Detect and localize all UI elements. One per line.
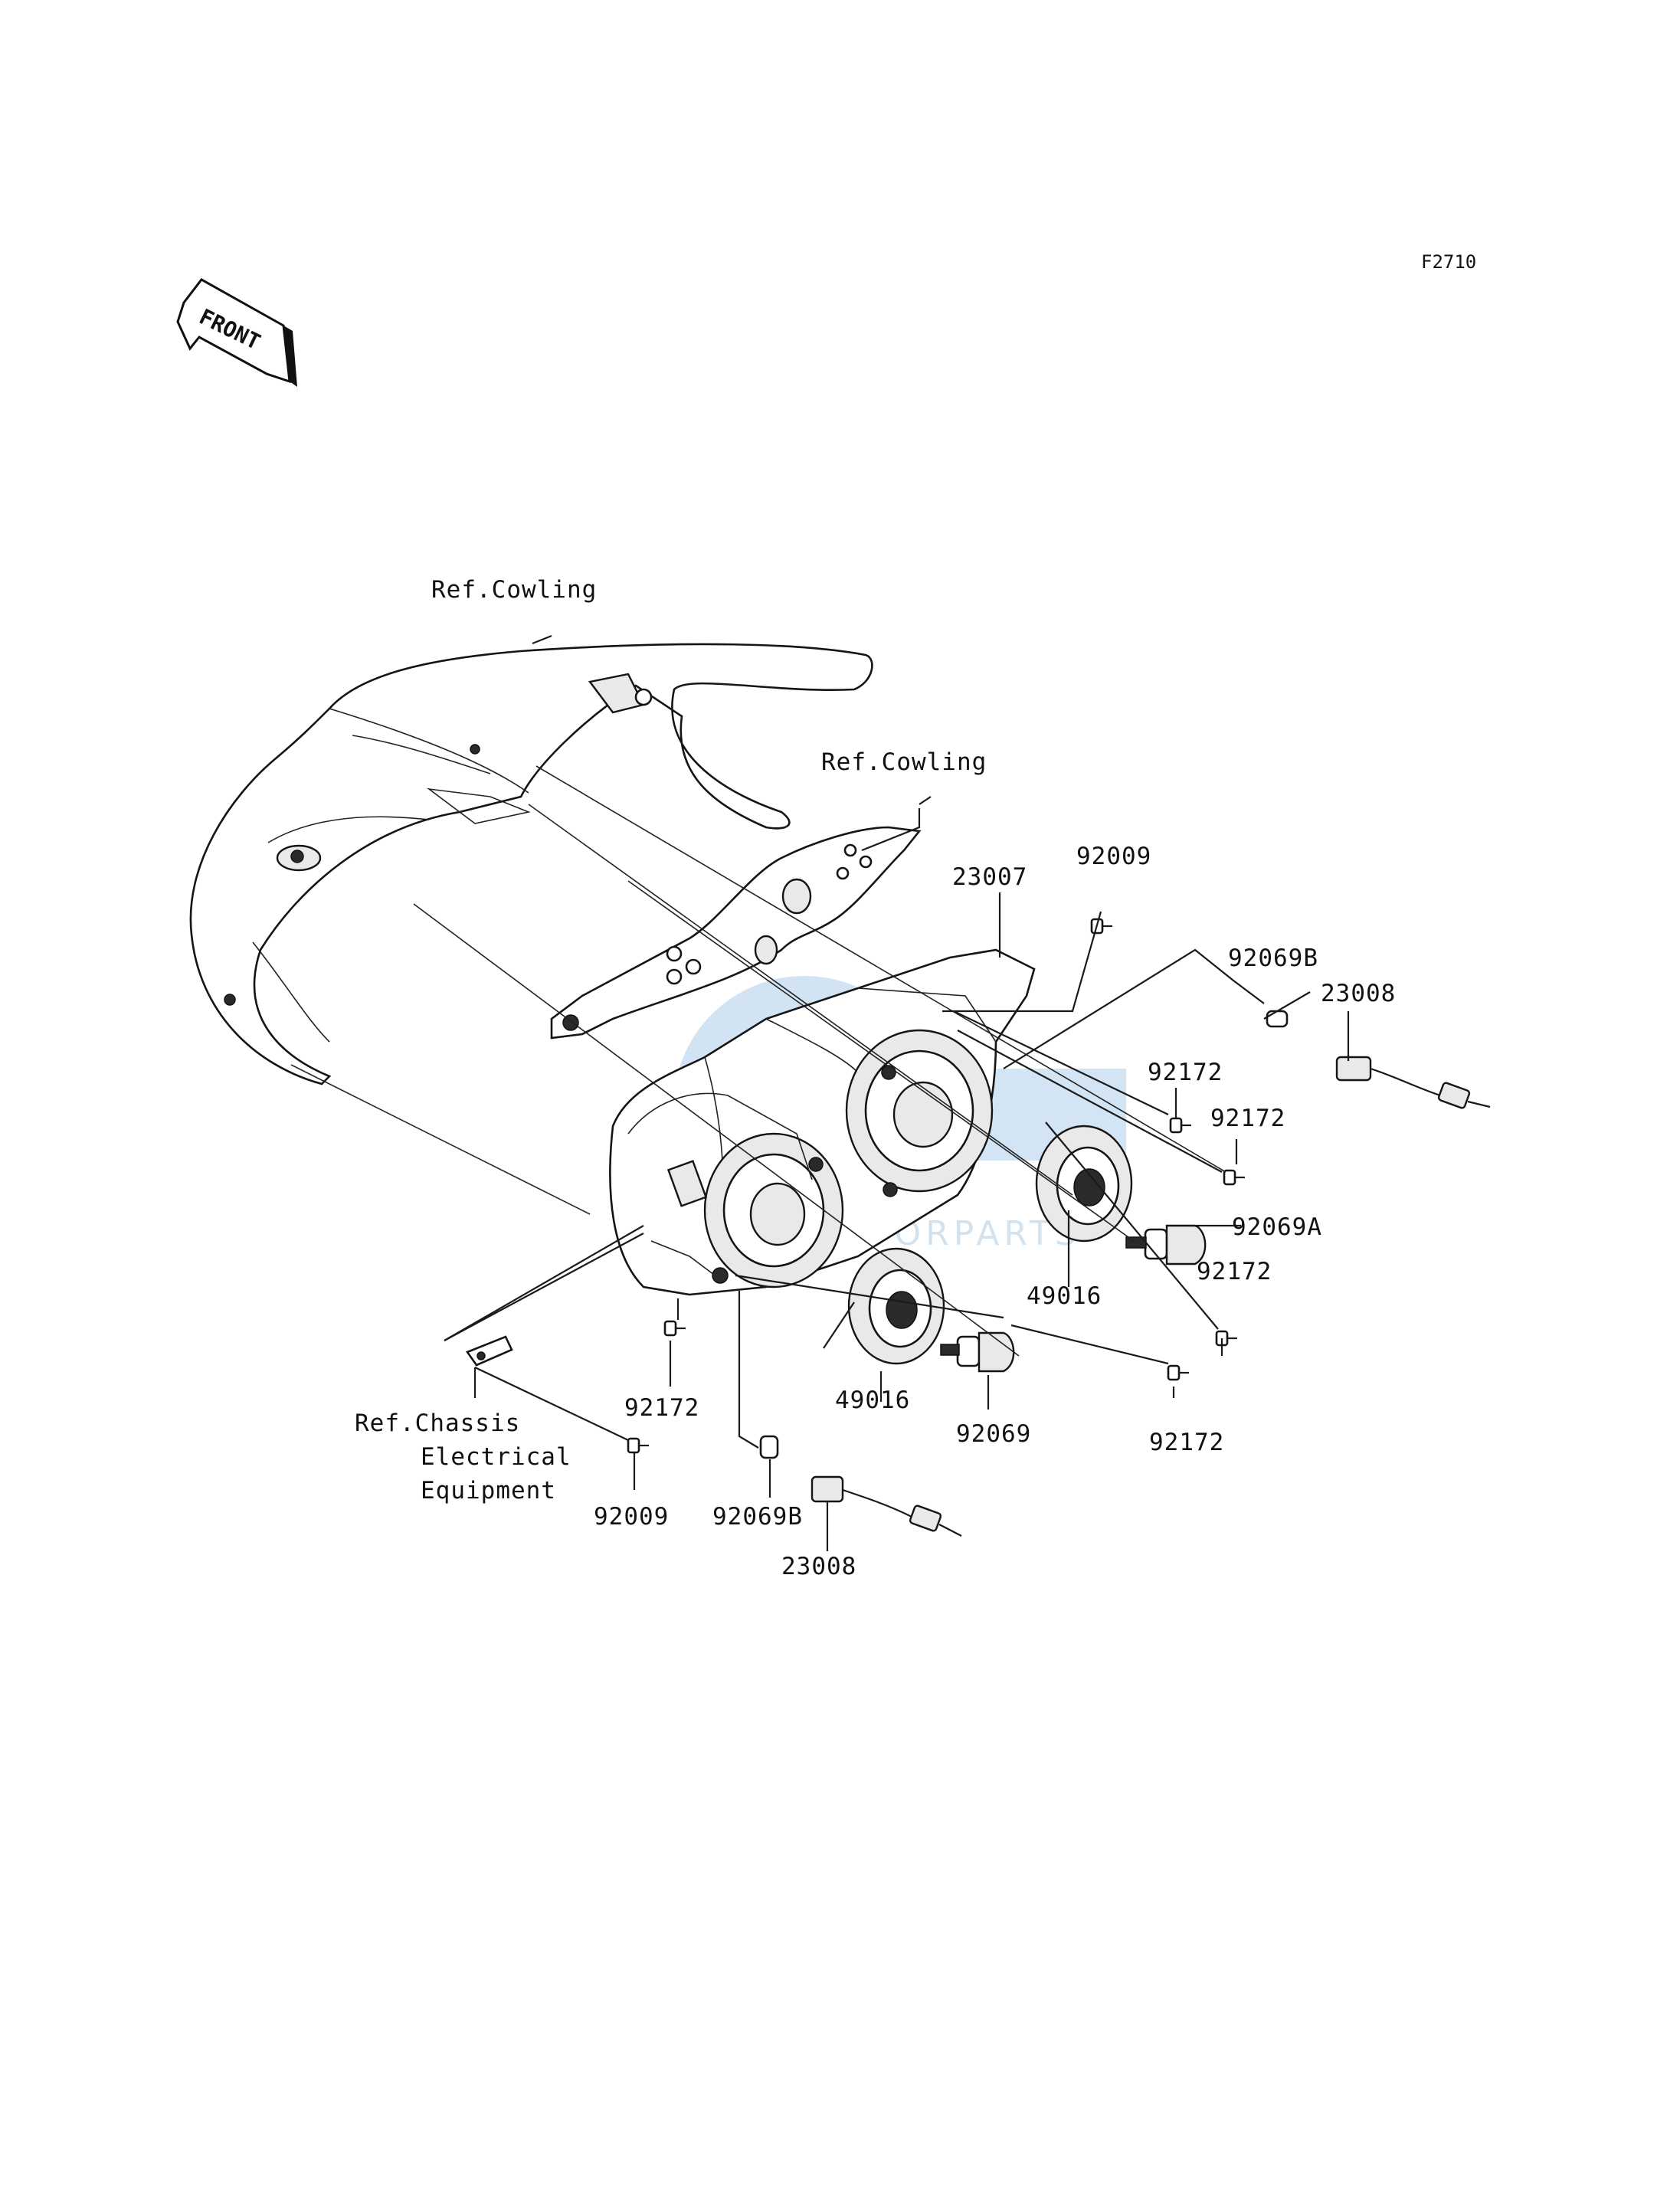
ref-chassis-label-line3: Equipment xyxy=(421,1477,556,1505)
part-label-92069B-bottom: 92069B xyxy=(712,1503,803,1531)
lamp-cover-right-part xyxy=(1035,1125,1133,1243)
ref-chassis-label-line2: Electrical xyxy=(421,1443,571,1471)
part-label-23008-top: 23008 xyxy=(1321,980,1396,1007)
headlight-housing-part xyxy=(609,948,1036,1296)
part-label-92069: 92069 xyxy=(956,1420,1031,1448)
front-arrow-icon: FRONT xyxy=(176,278,297,387)
socket-23008-top-part xyxy=(1335,1056,1491,1109)
chassis-bracket-part xyxy=(465,1335,513,1367)
screw-92172-bottom-part xyxy=(1167,1364,1189,1381)
bulb-92069B-bottom-part xyxy=(759,1435,779,1459)
screw-92172-b-part xyxy=(1223,1169,1245,1186)
screw-92172-a-part xyxy=(1169,1117,1191,1134)
upper-cowling-part xyxy=(189,643,873,1085)
screw-92172-c-part xyxy=(1215,1330,1237,1347)
ref-chassis-label-line1: Ref.Chassis xyxy=(355,1410,520,1437)
bulb-92069B-top-part xyxy=(1266,1010,1289,1028)
bulb-92069-part xyxy=(940,1331,1015,1373)
part-label-92069A: 92069A xyxy=(1232,1213,1322,1241)
part-label-92172-a: 92172 xyxy=(1148,1059,1223,1086)
part-label-92172-left: 92172 xyxy=(624,1394,699,1422)
diagram-code: F2710 xyxy=(1421,251,1476,273)
leader-lines xyxy=(290,634,1350,1551)
part-label-92009-top: 92009 xyxy=(1076,843,1151,870)
socket-23008-bottom-part xyxy=(811,1475,962,1537)
part-label-23008-bottom: 23008 xyxy=(781,1553,856,1580)
inner-cowling-bracket-part xyxy=(550,826,922,1040)
part-label-92069B-top: 92069B xyxy=(1228,945,1318,972)
screw-92172-left-part xyxy=(663,1320,686,1337)
part-label-49016-center: 49016 xyxy=(835,1387,910,1414)
ref-cowling-inner-label: Ref.Cowling xyxy=(821,748,987,776)
part-label-92172-b: 92172 xyxy=(1210,1105,1285,1132)
part-label-92172-c: 92172 xyxy=(1197,1258,1272,1285)
screw-92009-bottom-part xyxy=(627,1437,649,1454)
ref-cowling-upper-label: Ref.Cowling xyxy=(431,576,597,604)
part-label-49016-right: 49016 xyxy=(1027,1282,1102,1310)
part-label-92172-bottom: 92172 xyxy=(1149,1429,1224,1456)
part-label-92009-bottom: 92009 xyxy=(594,1503,669,1531)
bulb-92069A-part xyxy=(1125,1224,1207,1265)
part-label-23007: 23007 xyxy=(952,863,1027,891)
